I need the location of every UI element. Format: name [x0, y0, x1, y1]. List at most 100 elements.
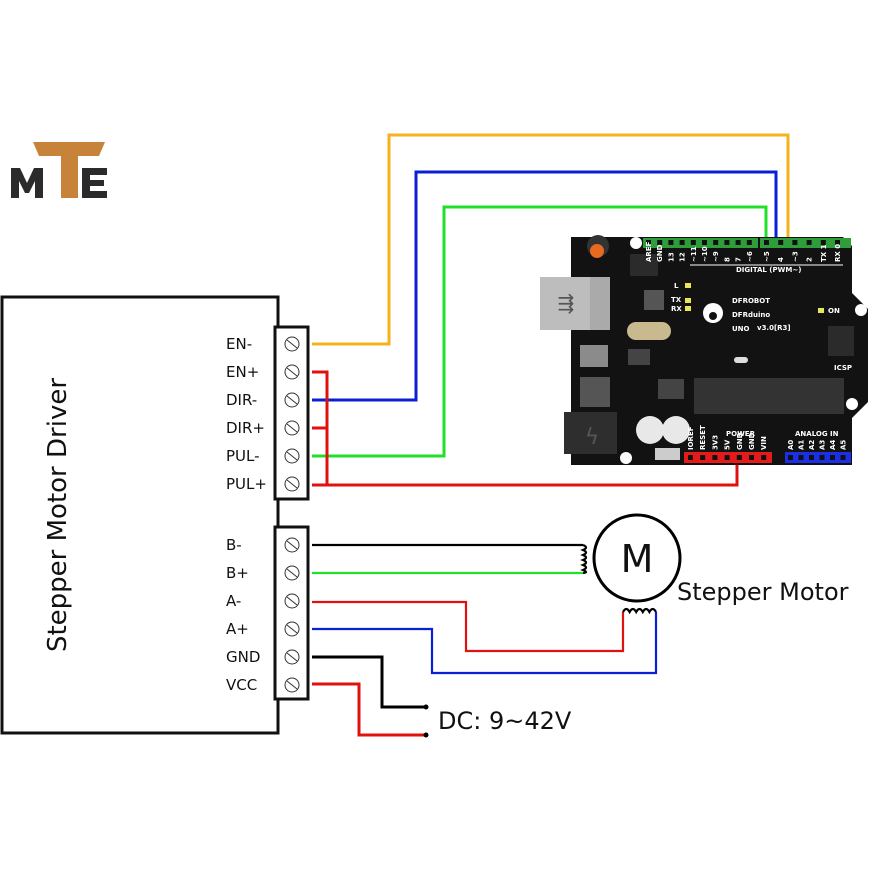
stepper-driver: Stepper Motor Driver EN-EN+DIR-DIR+PUL-P…	[0, 295, 310, 735]
analog-pin-label: A3	[819, 440, 827, 450]
terminal-label: B+	[226, 564, 249, 582]
digital-pin-label: ~9	[712, 251, 720, 262]
terminal-label: EN-	[226, 335, 252, 353]
terminal-label: DIR-	[226, 391, 257, 409]
power-pin-label: 5V	[724, 439, 732, 450]
terminal-label: A+	[226, 620, 249, 638]
dc-supply-label: DC: 9~42V	[438, 707, 572, 735]
led-rx-label: RX	[671, 305, 682, 313]
wire-a-minus	[312, 600, 625, 653]
power-pin-socket	[736, 455, 742, 460]
analog-pin-socket	[788, 455, 793, 460]
power-pin-socket	[749, 455, 754, 460]
wire-vcc	[312, 682, 426, 737]
control-wires	[312, 133, 790, 487]
digital-pin-label: 12	[679, 252, 687, 262]
arduino-variant: UNO	[732, 325, 750, 333]
arduino-board: ⇶ ϟ L TX RX ON ICSP DFROBOT D	[540, 235, 868, 465]
terminal-screw-icon	[284, 649, 300, 665]
analog-pin-socket	[798, 455, 804, 460]
digital-pin-label: 2	[806, 257, 814, 262]
terminal-screw-icon	[284, 537, 300, 553]
digital-pin-socket	[835, 240, 840, 245]
digital-pin-label: ~6	[746, 251, 754, 262]
power-pin-socket	[700, 455, 706, 460]
coil-a	[622, 607, 657, 615]
digital-pin-socket	[657, 240, 663, 245]
wire-pul-plus	[312, 460, 739, 487]
analog-pin-label: A0	[787, 440, 795, 450]
power-pin-label: IOREF	[687, 426, 695, 450]
arduino-model: DFRduino	[732, 311, 770, 319]
driver-title: Stepper Motor Driver	[43, 378, 73, 652]
terminal-screw-icon	[284, 420, 300, 436]
terminal-label: A-	[226, 592, 241, 610]
digital-pin-socket	[668, 240, 674, 245]
motor-label: Stepper Motor	[677, 578, 849, 606]
analog-pin-label: A2	[808, 440, 816, 450]
terminal-screw-icon	[284, 593, 300, 609]
analog-pin-socket	[819, 455, 825, 460]
power-pin-socket	[688, 455, 693, 460]
analog-pin-label: A1	[798, 440, 806, 450]
analog-pin-socket	[840, 455, 846, 460]
control-terminal-block	[273, 325, 310, 501]
digital-pin-socket	[735, 240, 741, 245]
terminal-screw-icon	[284, 448, 300, 464]
svg-text:⇶: ⇶	[558, 291, 575, 315]
terminal-screw-icon	[284, 476, 300, 492]
digital-pin-socket	[713, 240, 719, 245]
terminal-screw-icon	[284, 565, 300, 581]
dc-jack: ϟ	[564, 412, 617, 454]
power-terminal-block	[273, 525, 310, 701]
digital-pin-label: TX 1	[820, 244, 828, 262]
digital-pin-socket	[690, 240, 696, 245]
digital-pin-label: ~11	[690, 246, 698, 262]
terminal-screw-icon	[284, 677, 300, 693]
terminal-screw-icon	[284, 621, 300, 637]
analog-pin-socket	[809, 455, 814, 460]
wire-en-plus	[312, 370, 329, 485]
digital-pin-socket	[746, 240, 752, 245]
power-pin-label: RESET	[699, 425, 707, 450]
terminal-label: VCC	[226, 676, 257, 694]
digital-pin-socket	[806, 240, 812, 245]
icsp-label: ICSP	[834, 364, 852, 372]
terminal-label: PUL-	[226, 447, 260, 465]
power-pin-socket	[712, 455, 718, 460]
wire-pul-minus	[312, 205, 768, 458]
power-pin-socket	[761, 455, 767, 460]
power-pin-socket	[724, 455, 730, 460]
power-pin-label: 3V3	[711, 435, 719, 450]
power-pin-label: GND	[736, 432, 744, 450]
terminal-screw-icon	[284, 392, 300, 408]
analog-header-label: ANALOG IN	[795, 430, 839, 438]
dc-minus-terminal	[423, 704, 429, 710]
digital-pin-label: AREF	[645, 241, 653, 262]
analog-pin-socket	[830, 455, 835, 460]
digital-pin-label: 7	[735, 257, 743, 262]
led-tx-label: TX	[671, 296, 682, 304]
digital-pin-socket	[679, 240, 685, 245]
terminal-label: B-	[226, 536, 242, 554]
wire-a-plus	[312, 612, 658, 675]
stepper-motor: M Stepper Motor	[592, 513, 849, 606]
digital-pin-socket	[820, 240, 826, 245]
led-l-label: L	[674, 282, 679, 290]
digital-pin-socket	[646, 240, 651, 245]
digital-pin-socket	[764, 240, 769, 245]
usb-port: ⇶	[540, 277, 610, 330]
terminal-label: EN+	[226, 363, 259, 381]
digital-pin-label: ~3	[791, 251, 799, 262]
power-pin-label: VIN	[760, 436, 768, 450]
coil-b	[580, 543, 588, 575]
terminal-screw-icon	[284, 364, 300, 380]
wire-dir-minus	[312, 170, 778, 402]
digital-pin-socket	[702, 240, 707, 245]
power-pin-label: GND	[748, 432, 756, 450]
digital-pin-label: RX 0	[834, 244, 842, 262]
wire-en-minus	[312, 133, 790, 346]
mte-logo	[11, 142, 107, 198]
wire-gnd	[312, 655, 426, 709]
analog-pin-label: A4	[829, 440, 837, 450]
